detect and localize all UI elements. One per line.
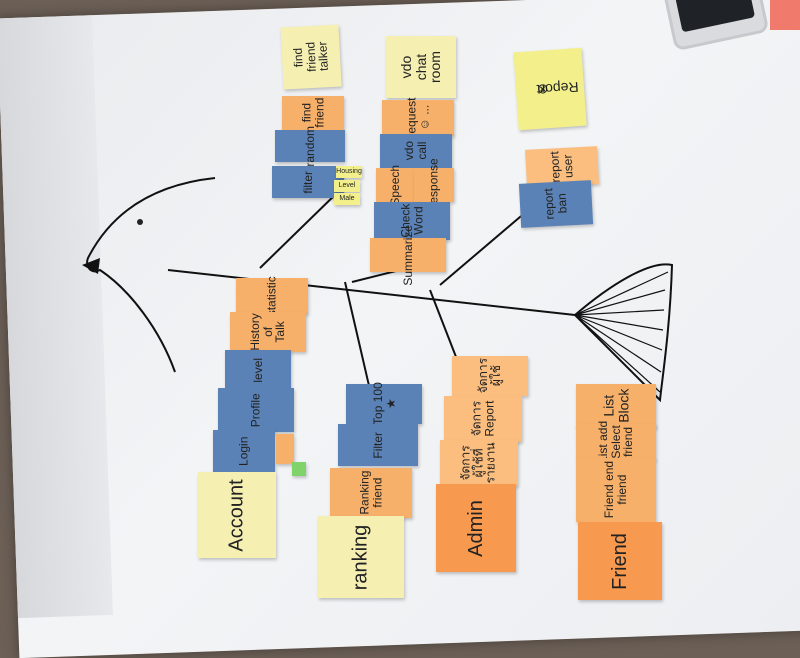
note-speech: Speech	[376, 165, 414, 205]
fish-tail-rays	[574, 271, 669, 393]
note-filter2: Filter	[338, 424, 418, 466]
note-text: report ban	[541, 188, 570, 221]
note-find-friend: find friend	[282, 96, 344, 130]
note-text: find friend	[299, 97, 326, 129]
note-green-flag	[292, 462, 306, 476]
fish-spine	[167, 269, 576, 316]
fish-eye	[137, 219, 143, 225]
note-account: Account	[198, 472, 276, 558]
note-vdo-call: vdo call	[380, 134, 452, 168]
note-vdo-chat-room: vdo chat room	[386, 36, 456, 98]
note-text: ranking	[349, 524, 372, 590]
note-friend: Friend	[578, 522, 662, 600]
note-text: Male	[339, 195, 355, 203]
note-filter-tag-male: Male	[334, 193, 360, 205]
note-text: find friend talker	[290, 41, 332, 73]
note-label: Report	[535, 79, 579, 99]
note-admin-report: จัดการ Report	[444, 396, 522, 442]
note-report-ban: report ban	[518, 180, 594, 228]
note-request: request ☺ ...	[382, 97, 454, 139]
bone-bottom-2	[344, 281, 371, 391]
note-find-talker: find friend talker	[280, 24, 342, 90]
note-text: vdo call	[402, 141, 429, 161]
note-check-word: Check Word	[374, 202, 450, 240]
note-text: Profile	[248, 392, 263, 428]
fish-head-outline	[86, 177, 216, 373]
note-admin-top: จัดการ ผู้ใช้	[452, 356, 528, 396]
bone-top-2	[351, 269, 401, 283]
note-text: statistic	[264, 275, 279, 317]
note-list-add: List add Select friend	[576, 420, 656, 464]
note-text: Account	[225, 478, 248, 552]
note-text: level	[250, 357, 265, 383]
note-text: ⊗Report	[534, 67, 579, 111]
note-text: Level	[338, 182, 356, 190]
note-text: จัดการ ผู้ใช้	[476, 358, 503, 394]
bone-top-1	[259, 189, 341, 269]
note-text: request ☺ ...	[404, 97, 431, 139]
note-filter-tag-housing: Housing	[336, 166, 362, 178]
note-text: Housing	[336, 168, 362, 176]
note-filter: filter	[272, 166, 344, 198]
note-text: History of Talk	[248, 313, 288, 351]
note-login-side	[276, 434, 294, 464]
note-statistic: statistic	[236, 275, 308, 317]
note-text: Login	[236, 436, 251, 466]
note-admin-ban: จัดการ ผู้ใช้ที่ รายงาน	[440, 440, 518, 486]
note-friend-end: Friend end friend	[576, 458, 656, 522]
note-profile: Profile	[218, 388, 294, 432]
note-ranking: ranking	[318, 516, 404, 598]
note-level: level	[225, 350, 291, 390]
note-text: Top 100 ★	[370, 382, 397, 426]
note-text: จัดการ Report	[469, 400, 496, 438]
note-admin: Admin	[436, 484, 516, 572]
note-login: Login	[213, 430, 275, 472]
note-text: Summarize	[400, 224, 415, 286]
note-text: จัดการ ผู้ใช้ที่ รายงาน	[459, 442, 499, 484]
note-response: Response	[414, 158, 454, 212]
note-filter-tag-level: Level	[334, 180, 360, 192]
fish-tail	[573, 263, 674, 403]
note-history-of-talk: History of Talk	[230, 312, 306, 352]
note-list-block: List Block	[576, 384, 656, 428]
note-text: Admin	[464, 499, 487, 557]
note-text: random	[302, 125, 317, 167]
note-text: filter	[300, 170, 315, 194]
note-text: vdo chat room	[397, 51, 444, 83]
pink-note-corner	[770, 0, 800, 30]
note-top100: Top 100 ★	[346, 382, 422, 426]
note-text: List Block	[600, 388, 631, 424]
note-text: Ranking friend	[357, 470, 384, 516]
note-friend-ranking: Ranking friend	[330, 468, 412, 518]
note-text: Friend end friend	[602, 461, 629, 519]
note-random: random	[275, 126, 345, 166]
note-text: List add Select friend	[596, 420, 636, 464]
note-text: report user	[547, 151, 576, 184]
note-report-title: ⊗Report	[513, 47, 587, 131]
note-text: Friend	[608, 532, 631, 590]
fish-mouth	[82, 258, 100, 274]
note-text: Speech	[387, 164, 402, 206]
note-text: Filter	[370, 431, 385, 459]
note-summarize: Summarize	[370, 225, 446, 285]
